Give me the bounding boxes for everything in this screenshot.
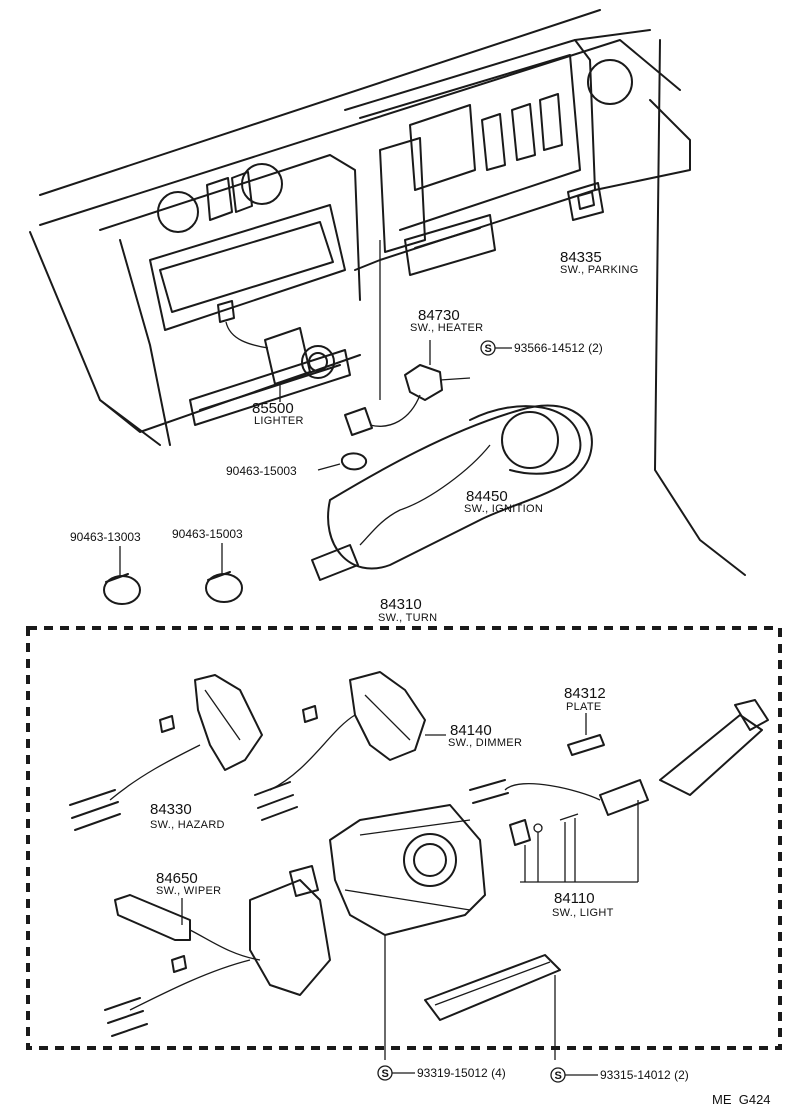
part-number: 84330 <box>150 801 192 818</box>
screw-part-number: 93315-14012 (2) <box>600 1068 689 1082</box>
label-84450: 84450 SW., IGNITION <box>464 488 543 515</box>
part-name: SW., IGNITION <box>464 503 543 515</box>
label-clamp-2: 90463-13003 <box>70 530 141 576</box>
part-number: 84310 <box>380 596 422 613</box>
label-84335: 84335 SW., PARKING <box>560 249 639 276</box>
label-84310: 84310 SW., TURN <box>378 596 437 624</box>
clamp-part-number: 90463-15003 <box>172 527 243 541</box>
part-number: 84335 <box>560 249 602 266</box>
screw-symbol: S <box>485 343 492 355</box>
figure-code: ME G424 <box>712 1092 771 1107</box>
part-number: 84140 <box>450 722 492 739</box>
label-85500: 85500 LIGHTER <box>252 400 304 427</box>
dashboard-drawing <box>29 9 746 581</box>
label-84330: 84330 SW., HAZARD <box>150 801 225 831</box>
label-84650: 84650 SW., WIPER <box>156 870 221 925</box>
screw-symbol: S <box>555 1070 562 1082</box>
part-name: SW., TURN <box>378 612 437 624</box>
screw-ref-2: S 93319-15012 (4) <box>377 1065 506 1081</box>
label-84312: 84312 PLATE <box>564 685 606 735</box>
label-clamp-1: 90463-15003 <box>226 463 341 478</box>
turn-switch-assembly-boundary <box>26 626 782 1050</box>
label-84730: 84730 SW., HEATER <box>410 307 483 334</box>
part-number: 85500 <box>252 400 294 417</box>
clamp-part-number: 90463-15003 <box>226 464 297 478</box>
label-84140: 84140 SW., DIMMER <box>425 722 522 749</box>
part-name: SW., PARKING <box>560 264 639 276</box>
screw-ref-1: S 93566-14512 (2) <box>480 340 603 356</box>
part-number: 84650 <box>156 870 198 887</box>
clamp-drawings <box>103 571 243 605</box>
part-name: SW., LIGHT <box>552 907 614 919</box>
part-name: SW., HEATER <box>410 322 483 334</box>
part-number: 84450 <box>466 488 508 505</box>
turn-switch-drawings <box>69 671 769 1060</box>
part-name: SW., WIPER <box>156 885 221 897</box>
part-number: 84730 <box>418 307 460 324</box>
part-name: PLATE <box>566 701 602 713</box>
part-name: SW., DIMMER <box>448 737 522 749</box>
part-number: 84110 <box>554 890 595 907</box>
part-number: 84312 <box>564 685 606 702</box>
part-name: LIGHTER <box>254 415 304 427</box>
screw-part-number: 93319-15012 (4) <box>417 1066 506 1080</box>
label-84110: 84110 SW., LIGHT <box>552 890 614 919</box>
screw-symbol: S <box>382 1068 389 1080</box>
screw-part-number: 93566-14512 (2) <box>514 341 603 355</box>
part-name: SW., HAZARD <box>150 819 225 831</box>
clamp-part-number: 90463-13003 <box>70 530 141 544</box>
screw-ref-3: S 93315-14012 (2) <box>550 1067 689 1083</box>
label-clamp-3: 90463-15003 <box>172 527 243 574</box>
